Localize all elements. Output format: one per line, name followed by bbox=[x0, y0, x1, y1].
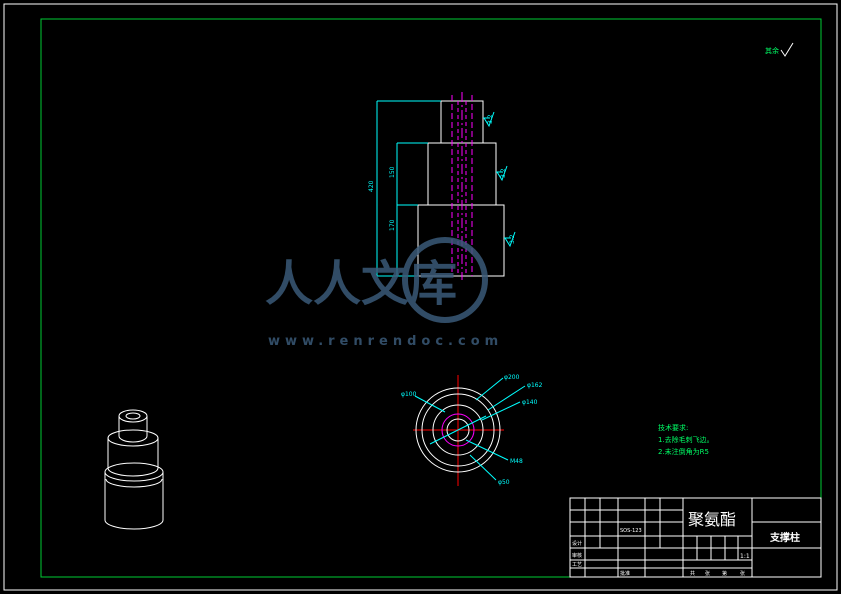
leader-dia-mid bbox=[487, 385, 526, 411]
row-design: 设计 bbox=[572, 540, 582, 547]
tech-requirements: 技术要求: 1.去除毛刺飞边。 2.未注倒角为R5 bbox=[658, 423, 714, 456]
sheet-border bbox=[3, 3, 838, 591]
drawing-frame bbox=[40, 18, 822, 578]
row-craft: 工艺 bbox=[572, 562, 582, 568]
svg-text:3.2: 3.2 bbox=[500, 168, 507, 178]
watermark-url: www.renrendoc.com bbox=[268, 334, 503, 349]
label-dia-step: φ140 bbox=[522, 399, 538, 406]
label-dia-bore: M48 bbox=[510, 458, 523, 465]
circle-bore bbox=[446, 418, 470, 442]
circle-step bbox=[432, 404, 484, 456]
dim-overall-height: 420 bbox=[368, 180, 375, 192]
circle-outer bbox=[415, 387, 501, 473]
tech-req-title: 技术要求: bbox=[658, 423, 688, 432]
material-label: 聚氨酯 bbox=[688, 510, 736, 529]
svg-text:3.2: 3.2 bbox=[487, 114, 494, 124]
title-block bbox=[569, 497, 822, 578]
tech-req-line2: 2.未注倒角为R5 bbox=[658, 447, 709, 456]
roughness-mark-top: 3.2 bbox=[483, 111, 495, 128]
leader-dia-step bbox=[481, 401, 521, 421]
label-dia-inner: φ100 bbox=[401, 391, 417, 398]
sheet-label-3: 第 bbox=[722, 570, 727, 577]
label-dia-mid: φ162 bbox=[527, 382, 543, 389]
watermark-logo-ring bbox=[402, 237, 488, 323]
front-view: 420 150 170 3.2 3.2 3.2 bbox=[368, 92, 516, 280]
iso-top-face bbox=[118, 409, 148, 423]
code-label: SOS-123 bbox=[620, 528, 642, 534]
top-view: φ200 φ162 φ100 φ140 M48 φ50 bbox=[401, 374, 543, 486]
iso-bore bbox=[125, 412, 141, 420]
roughness-mark-mid: 3.2 bbox=[496, 165, 508, 182]
dim-mid-height: 150 bbox=[389, 166, 396, 178]
watermark-brand: 人人文库 bbox=[265, 256, 457, 312]
roughness-general-label: 其余 bbox=[765, 46, 779, 55]
label-dia-small: φ50 bbox=[498, 479, 510, 486]
leader-cross bbox=[429, 415, 487, 445]
dim-bottom-height: 170 bbox=[389, 219, 396, 231]
iso-mid-face bbox=[107, 429, 159, 447]
leader-dia-inner bbox=[414, 395, 446, 413]
circle-mid bbox=[421, 393, 495, 467]
sheet-label-1: 共 bbox=[690, 570, 695, 577]
check-roughness-icon bbox=[780, 42, 794, 57]
row-check: 审核 bbox=[572, 552, 582, 559]
bottom-step bbox=[417, 204, 505, 277]
leader-dia-outer bbox=[475, 377, 504, 401]
row-approve: 批准 bbox=[620, 570, 630, 577]
watermark: 人人文库 www.renrendoc.com bbox=[265, 237, 503, 349]
svg-text:3.2: 3.2 bbox=[509, 234, 516, 244]
part-name: 支撑柱 bbox=[769, 531, 800, 544]
leader-dia-bore bbox=[465, 439, 509, 461]
circle-bore-hidden bbox=[441, 413, 475, 447]
isometric-view bbox=[104, 409, 164, 530]
sheet-label-2: 张 bbox=[705, 570, 710, 577]
roughness-mark-bottom: 3.2 bbox=[504, 231, 516, 248]
tech-req-line1: 1.去除毛刺飞边。 bbox=[658, 435, 714, 444]
leader-dia-small bbox=[469, 454, 497, 481]
label-dia-outer: φ200 bbox=[504, 374, 520, 381]
roughness-general-symbol: 其余 bbox=[765, 42, 794, 57]
scale-value: 1:1 bbox=[740, 553, 750, 560]
sheet-label-4: 张 bbox=[740, 570, 745, 577]
